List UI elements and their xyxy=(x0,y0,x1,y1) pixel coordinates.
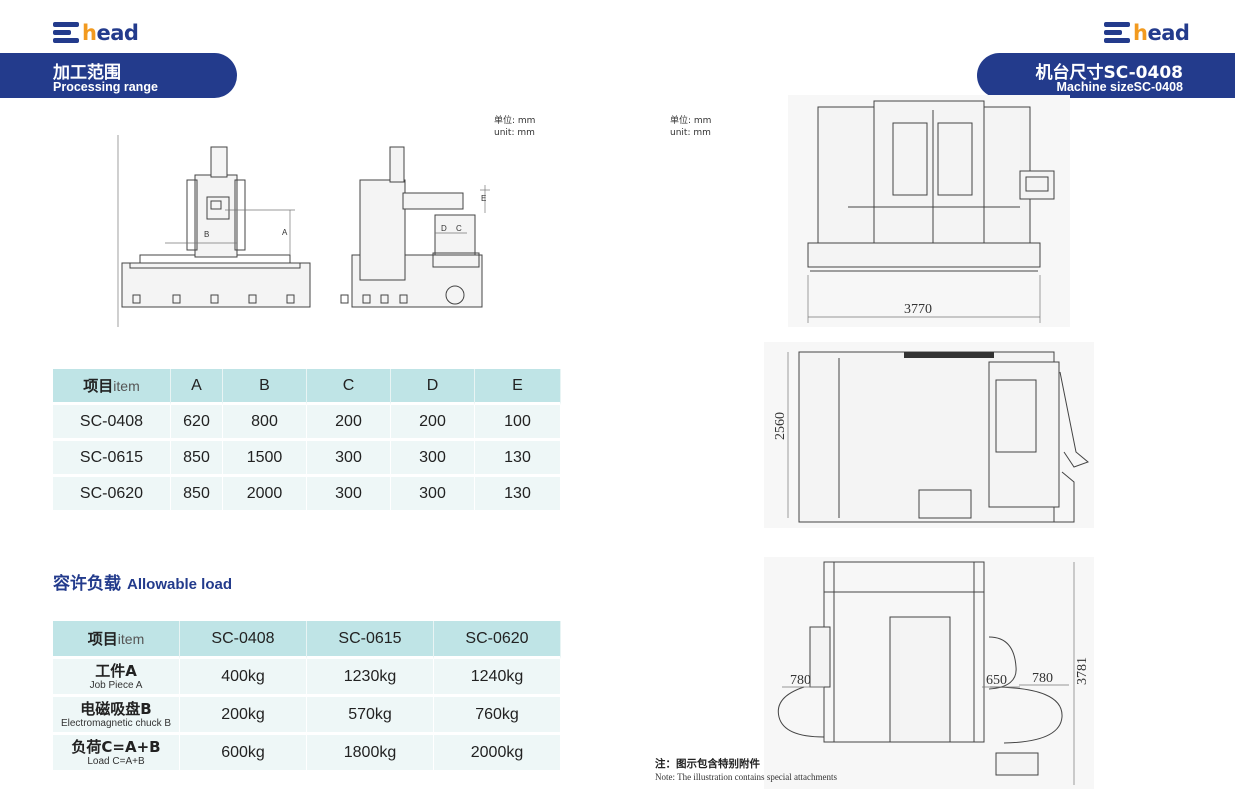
value-cell: 1800kg xyxy=(307,735,434,773)
machine-size-header: 机台尺寸SC-0408 Machine sizeSC-0408 xyxy=(977,53,1235,98)
model-cell: SC-0408 xyxy=(53,405,171,441)
logo-mark-icon xyxy=(53,22,81,44)
dim-label-c: C xyxy=(456,224,462,233)
dim-width-text: 3770 xyxy=(904,302,932,317)
machine-side-view: 780 650 780 3781 xyxy=(764,557,1094,789)
header-title-zh: 加工范围 xyxy=(53,63,121,83)
dim-depth-text: 2560 xyxy=(773,412,788,440)
item-header: 项目item xyxy=(53,369,171,405)
value-cell: 1500 xyxy=(223,441,307,477)
header-title-en: Machine sizeSC-0408 xyxy=(1056,80,1183,94)
logo-letter: h xyxy=(1133,21,1148,45)
logo-word: ead xyxy=(1147,21,1190,45)
dim-left-clearance: 780 xyxy=(790,673,811,688)
logo-mark-icon xyxy=(1104,22,1132,44)
machine-top-view: 2560 xyxy=(764,342,1094,528)
column-header: A xyxy=(171,369,223,405)
value-cell: 200 xyxy=(307,405,391,441)
value-cell: 130 xyxy=(475,441,561,477)
header-title-zh: 机台尺寸SC-0408 xyxy=(1035,63,1183,83)
table-row: SC-0408 620 800 200 200 100 xyxy=(53,405,561,441)
value-cell: 100 xyxy=(475,405,561,441)
value-cell: 1230kg xyxy=(307,659,434,697)
column-header: C xyxy=(307,369,391,405)
dim-label-e: E xyxy=(481,194,486,203)
value-cell: 200kg xyxy=(180,697,307,735)
column-header: D xyxy=(391,369,475,405)
dim-label-b: B xyxy=(204,230,209,239)
value-cell: 1240kg xyxy=(434,659,561,697)
header-title-en: Processing range xyxy=(53,80,158,94)
logo-word: ead xyxy=(96,21,139,45)
model-cell: SC-0615 xyxy=(53,441,171,477)
table-row: SC-0615 850 1500 300 300 130 xyxy=(53,441,561,477)
value-cell: 2000 xyxy=(223,477,307,513)
brand-logo-left: head xyxy=(53,20,139,46)
value-cell: 300 xyxy=(307,441,391,477)
dim-right-clearance: 780 xyxy=(1032,671,1053,686)
column-header: SC-0620 xyxy=(434,621,561,659)
value-cell: 400kg xyxy=(180,659,307,697)
value-cell: 300 xyxy=(307,477,391,513)
value-cell: 620 xyxy=(171,405,223,441)
item-header: 项目item xyxy=(53,621,180,659)
processing-range-table: 项目item A B C D E SC-0408 620 800 200 200… xyxy=(53,369,561,513)
machine-front-view: 3770 xyxy=(788,95,1070,327)
table-header-row: 项目item A B C D E xyxy=(53,369,561,405)
processing-range-drawing: B A D C E xyxy=(117,135,490,327)
value-cell: 800 xyxy=(223,405,307,441)
brand-logo-right: head xyxy=(1104,20,1190,46)
column-header: SC-0408 xyxy=(180,621,307,659)
column-header: E xyxy=(475,369,561,405)
value-cell: 130 xyxy=(475,477,561,513)
processing-range-header: 加工范围 Processing range xyxy=(0,53,237,98)
value-cell: 850 xyxy=(171,441,223,477)
table-header-row: 项目item SC-0408 SC-0615 SC-0620 xyxy=(53,621,561,659)
value-cell: 2000kg xyxy=(434,735,561,773)
dim-label-a: A xyxy=(282,228,288,237)
value-cell: 570kg xyxy=(307,697,434,735)
table-row: SC-0620 850 2000 300 300 130 xyxy=(53,477,561,513)
value-cell: 200 xyxy=(391,405,475,441)
model-cell: SC-0620 xyxy=(53,477,171,513)
value-cell: 300 xyxy=(391,477,475,513)
column-header: B xyxy=(223,369,307,405)
logo-letter: h xyxy=(82,21,97,45)
dim-height-text: 3781 xyxy=(1075,657,1090,685)
value-cell: 600kg xyxy=(180,735,307,773)
value-cell: 760kg xyxy=(434,697,561,735)
value-cell: 300 xyxy=(391,441,475,477)
dim-label-d: D xyxy=(441,224,447,233)
column-header: SC-0615 xyxy=(307,621,434,659)
value-cell: 850 xyxy=(171,477,223,513)
illustration-note: 注：图示包含特别附件 Note: The illustration contai… xyxy=(655,758,838,782)
dim-mid-clearance: 650 xyxy=(986,673,1007,688)
